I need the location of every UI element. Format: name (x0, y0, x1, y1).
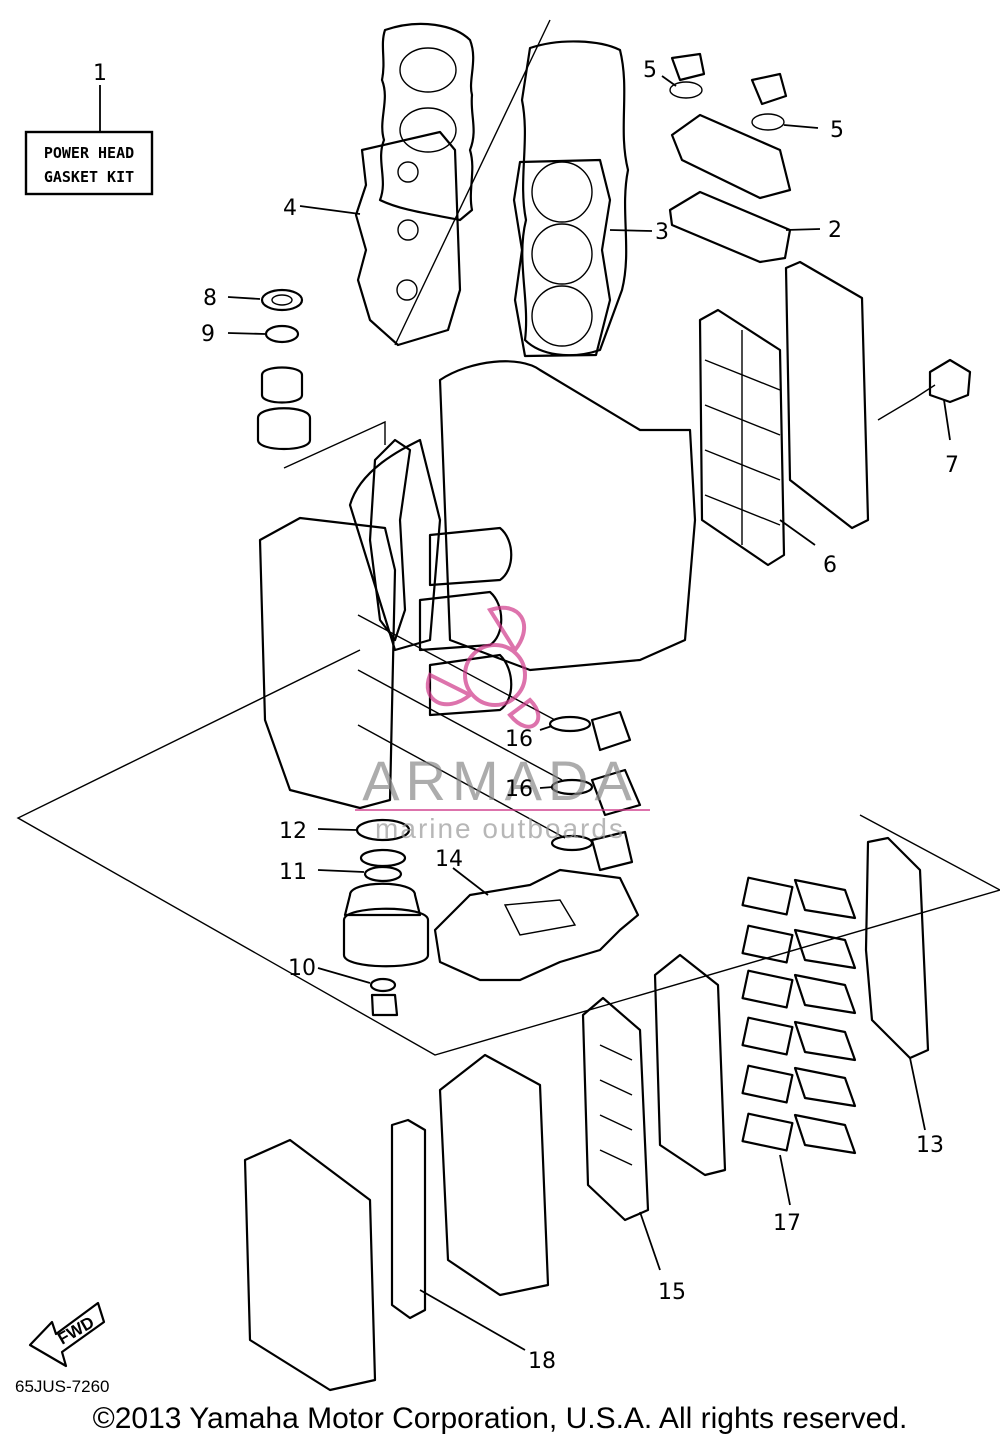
callout-8: 8 (203, 286, 217, 311)
callout-7: 7 (945, 453, 959, 478)
callout-18: 18 (528, 1349, 556, 1374)
head-cover-gasket (299, 19, 551, 347)
forward-arrow-icon: FWD (28, 1301, 106, 1368)
kit-box-line1: POWER HEAD (44, 144, 134, 162)
armada-watermark: ARMADA marine outboards (355, 605, 650, 844)
side-cover-panel (784, 260, 972, 530)
intake-gasket-15 (581, 953, 727, 1271)
kit-outline (16, 649, 1000, 1056)
lower-seals (317, 818, 430, 1017)
exhaust-cover-gasket (668, 190, 821, 264)
reed-gaskets-17 (741, 876, 857, 1206)
callout-9: 9 (201, 322, 215, 347)
cylinder-head-gasket (512, 40, 653, 358)
callout-2: 2 (828, 218, 842, 243)
kit-box-line2: GASKET KIT (44, 168, 134, 186)
callout-11: 11 (279, 860, 307, 885)
callout-labels: 1 2 3 4 5 5 6 7 8 9 10 11 12 13 14 15 16… (93, 58, 959, 1374)
callout-5a: 5 (643, 58, 657, 83)
callout-12: 12 (279, 819, 307, 844)
valve-cover-gasket (698, 308, 816, 567)
anode-caps (661, 52, 819, 200)
intake-silencer (243, 1053, 550, 1392)
callout-14: 14 (435, 847, 463, 872)
cylinder-head-cover (378, 22, 475, 222)
leader-lines-16 (357, 614, 566, 839)
callout-16a: 16 (505, 727, 533, 752)
callout-16b: 16 (505, 777, 533, 802)
callout-6: 6 (823, 553, 837, 578)
watermark-brand: ARMADA (362, 749, 638, 812)
gasket-kit-box: POWER HEAD GASKET KIT (24, 85, 154, 196)
crankshaft (368, 438, 412, 642)
callout-4: 4 (283, 196, 297, 221)
propeller-logo-icon (425, 605, 541, 729)
callout-15: 15 (658, 1280, 686, 1305)
o-ring-9 (227, 324, 300, 344)
reed-plate-gasket-13 (864, 836, 930, 1131)
bearing-housing (256, 366, 386, 469)
callout-17: 17 (773, 1211, 801, 1236)
oil-seal-8 (227, 288, 304, 312)
copyright-notice: ©2013 Yamaha Motor Corporation, U.S.A. A… (92, 1402, 908, 1435)
diagram-code: 65JUS-7260 (15, 1377, 110, 1396)
callout-10: 10 (288, 956, 316, 981)
manifold-gasket-14 (433, 867, 640, 982)
callout-1: 1 (93, 61, 107, 86)
callout-3: 3 (655, 220, 669, 245)
gaskets-16 (539, 710, 642, 872)
callout-5b: 5 (830, 118, 844, 143)
callout-13: 13 (916, 1133, 944, 1158)
watermark-tagline: marine outboards (375, 813, 625, 844)
